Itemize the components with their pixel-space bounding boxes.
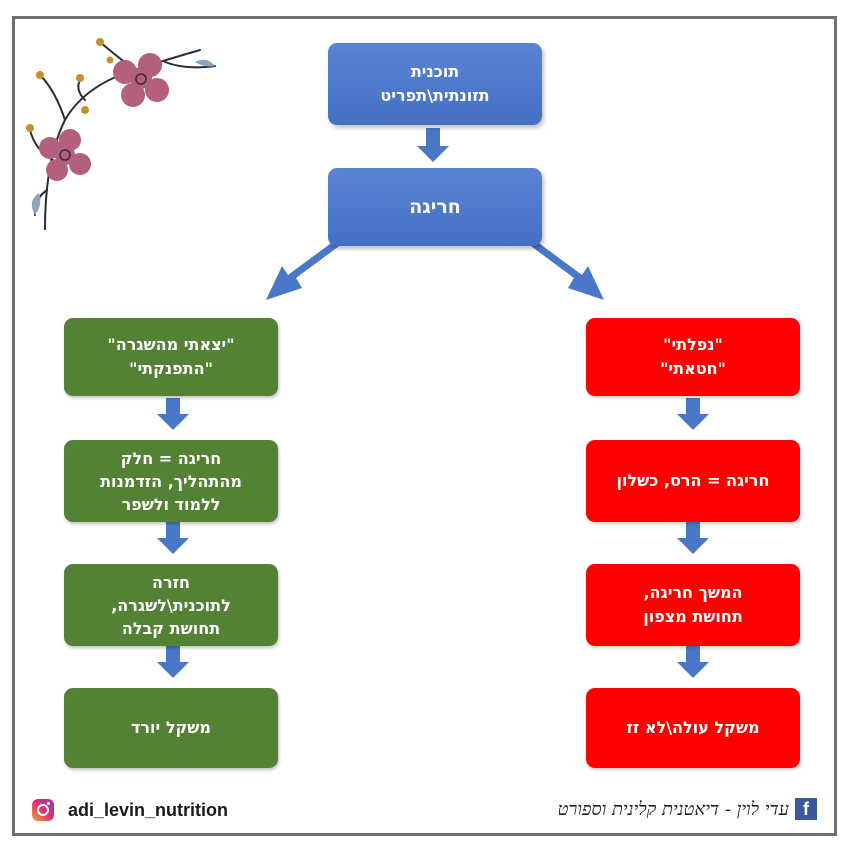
left-return-line-1: חזרה xyxy=(151,572,191,592)
left-reaction-line-1: "יצאתי מהשגרה" xyxy=(107,335,235,354)
left-return-line-3: תחושת קבלה xyxy=(121,618,221,638)
facebook-letter: f xyxy=(803,799,809,819)
arrow-down-icon xyxy=(677,646,709,678)
arrow-down-icon xyxy=(677,522,709,554)
left-perception-line-1: חריגה = חלק xyxy=(120,448,222,468)
signature-text: עדי לוין - דיאטנית קלינית וספורט xyxy=(557,798,789,820)
arrow-diagonal-right-icon xyxy=(520,235,604,300)
arrow-diagonal-left-icon xyxy=(266,235,350,300)
right-result-label: משקל עולה\לא זז xyxy=(626,718,760,737)
left-perception-line-2: מהתהליך, הזדמנות xyxy=(100,471,242,491)
plan-line-2: תזונתית\תפריט xyxy=(380,86,490,105)
left-result-label: משקל יורד xyxy=(131,718,211,737)
arrow-down-icon xyxy=(417,128,449,162)
left-perception-box: חריגה = חלק מהתהליך, הזדמנות ללמוד ולשפר xyxy=(64,440,278,522)
arrow-down-icon xyxy=(157,646,189,678)
instagram-credit[interactable]: adi_levin_nutrition xyxy=(32,799,228,821)
left-reaction-line-2: "התפנקתי" xyxy=(129,359,213,378)
right-perception-label: חריגה = הרס, כשלון xyxy=(616,471,770,490)
right-reaction-line-1: "נפלתי" xyxy=(663,335,723,354)
left-perception-line-3: ללמוד ולשפר xyxy=(121,494,221,514)
deviation-label: חריגה xyxy=(409,196,461,218)
deviation-box: חריגה xyxy=(328,168,542,246)
right-continue-line-2: תחושת מצפון xyxy=(643,607,743,626)
left-result-box: משקל יורד xyxy=(64,688,278,768)
plan-line-1: תוכנית xyxy=(410,62,460,81)
right-perception-box: חריגה = הרס, כשלון xyxy=(586,440,800,522)
right-reaction-box: "נפלתי" "חטאתי" xyxy=(586,318,800,396)
plan-box: תוכנית תזונתית\תפריט xyxy=(328,43,542,125)
right-reaction-line-2: "חטאתי" xyxy=(660,359,726,378)
left-return-line-2: לתוכנית\לשגרה, xyxy=(111,595,231,615)
arrow-down-icon xyxy=(157,522,189,554)
instagram-icon xyxy=(32,799,54,821)
left-return-box: חזרה לתוכנית\לשגרה, תחושת קבלה xyxy=(64,564,278,646)
arrow-down-icon xyxy=(157,398,189,430)
floral-decoration-icon xyxy=(26,38,216,230)
facebook-credit[interactable]: עדי לוין - דיאטנית קלינית וספורט f xyxy=(558,798,817,820)
right-continue-line-1: המשך חריגה, xyxy=(643,583,743,602)
right-continue-box: המשך חריגה, תחושת מצפון xyxy=(586,564,800,646)
arrow-down-icon xyxy=(677,398,709,430)
left-reaction-box: "יצאתי מהשגרה" "התפנקתי" xyxy=(64,318,278,396)
instagram-handle[interactable]: adi_levin_nutrition xyxy=(68,799,229,820)
right-result-box: משקל עולה\לא זז xyxy=(586,688,800,768)
facebook-icon: f xyxy=(795,798,817,820)
